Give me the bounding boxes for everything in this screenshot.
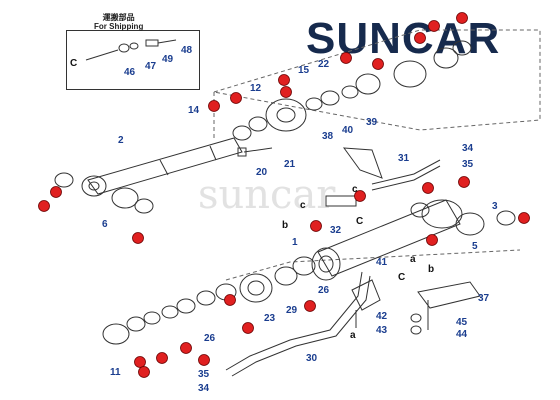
part-label-29: 29 — [286, 305, 298, 316]
red-callout-dot — [414, 32, 426, 44]
brand-letter: R — [467, 14, 501, 63]
part-label-1: 1 — [292, 237, 298, 248]
part-label-45: 45 — [456, 317, 468, 328]
inset-title: 運搬部品 For Shipping — [94, 13, 143, 31]
shipping-parts-inset — [66, 30, 200, 90]
part-label-35b: 35 — [198, 369, 210, 380]
red-callout-dot — [38, 200, 50, 212]
part-label-12: 12 — [250, 83, 262, 94]
ref-letter-a1: a — [350, 330, 356, 341]
part-label-32: 32 — [330, 225, 342, 236]
brand-logo: SUNCAR — [306, 14, 500, 64]
inset-title-cn: 運搬部品 — [102, 13, 135, 22]
ref-letter-c2: c — [300, 200, 306, 211]
part-label-15: 15 — [298, 65, 310, 76]
inset-label-48: 48 — [181, 45, 193, 56]
part-label-35a: 35 — [462, 159, 474, 170]
part-label-22: 22 — [318, 59, 330, 70]
part-label-21: 21 — [284, 159, 296, 170]
part-label-11: 11 — [110, 367, 121, 378]
red-callout-dot — [278, 74, 290, 86]
part-label-39: 39 — [366, 117, 378, 128]
inset-label-49: 49 — [162, 54, 174, 65]
red-callout-dot — [304, 300, 316, 312]
inset-ref-c: C — [70, 58, 78, 69]
red-callout-dot — [208, 100, 220, 112]
part-label-26a: 26 — [204, 333, 216, 344]
inset-label-46: 46 — [124, 67, 136, 78]
red-callout-dot — [422, 182, 434, 194]
part-label-38: 38 — [322, 131, 334, 142]
ref-letter-c1: c — [352, 184, 358, 195]
ref-letter-a2: a — [410, 254, 416, 265]
part-label-5: 5 — [472, 241, 478, 252]
brand-letter: S — [306, 14, 337, 63]
part-label-43: 43 — [376, 325, 388, 336]
red-callout-dot — [134, 356, 146, 368]
ref-letter-b1: b — [282, 220, 289, 231]
red-callout-dot — [138, 366, 150, 378]
watermark: suncar — [198, 172, 336, 218]
red-callout-dot — [310, 220, 322, 232]
part-label-23: 23 — [264, 313, 276, 324]
red-callout-dot — [458, 176, 470, 188]
ref-letter-C1: C — [398, 272, 406, 283]
red-callout-dot — [426, 234, 438, 246]
part-label-37: 37 — [478, 293, 490, 304]
part-label-26b: 26 — [318, 285, 330, 296]
part-label-40: 40 — [342, 125, 354, 136]
part-label-41: 41 — [376, 257, 388, 268]
red-callout-dot — [132, 232, 144, 244]
brand-letter: N — [369, 14, 402, 63]
inset-label-47: 47 — [145, 61, 157, 72]
part-label-34a: 34 — [462, 143, 474, 154]
part-label-44: 44 — [456, 329, 468, 340]
part-label-34b: 34 — [198, 383, 210, 394]
red-callout-dot — [372, 58, 384, 70]
red-callout-dot — [280, 86, 292, 98]
part-label-14: 14 — [188, 105, 200, 116]
part-label-3: 3 — [492, 201, 498, 212]
ref-letter-b2: b — [428, 264, 435, 275]
part-label-42: 42 — [376, 311, 388, 322]
red-callout-dot — [518, 212, 530, 224]
part-label-6: 6 — [102, 219, 108, 230]
ref-letter-C2: C — [356, 216, 364, 227]
red-callout-dot — [50, 186, 62, 198]
red-callout-dot — [340, 52, 352, 64]
part-label-30: 30 — [306, 353, 318, 364]
red-callout-dot — [428, 20, 440, 32]
red-callout-dot — [456, 12, 468, 24]
red-callout-dot — [180, 342, 192, 354]
red-callout-dot — [230, 92, 242, 104]
part-label-31: 31 — [398, 153, 410, 164]
red-callout-dot — [198, 354, 210, 366]
red-callout-dot — [354, 190, 366, 202]
red-callout-dot — [242, 322, 254, 334]
part-label-20: 20 — [256, 167, 268, 178]
red-callout-dot — [156, 352, 168, 364]
inset-title-en: For Shipping — [94, 22, 144, 32]
red-callout-dot — [224, 294, 236, 306]
part-label-2: 2 — [118, 135, 124, 146]
